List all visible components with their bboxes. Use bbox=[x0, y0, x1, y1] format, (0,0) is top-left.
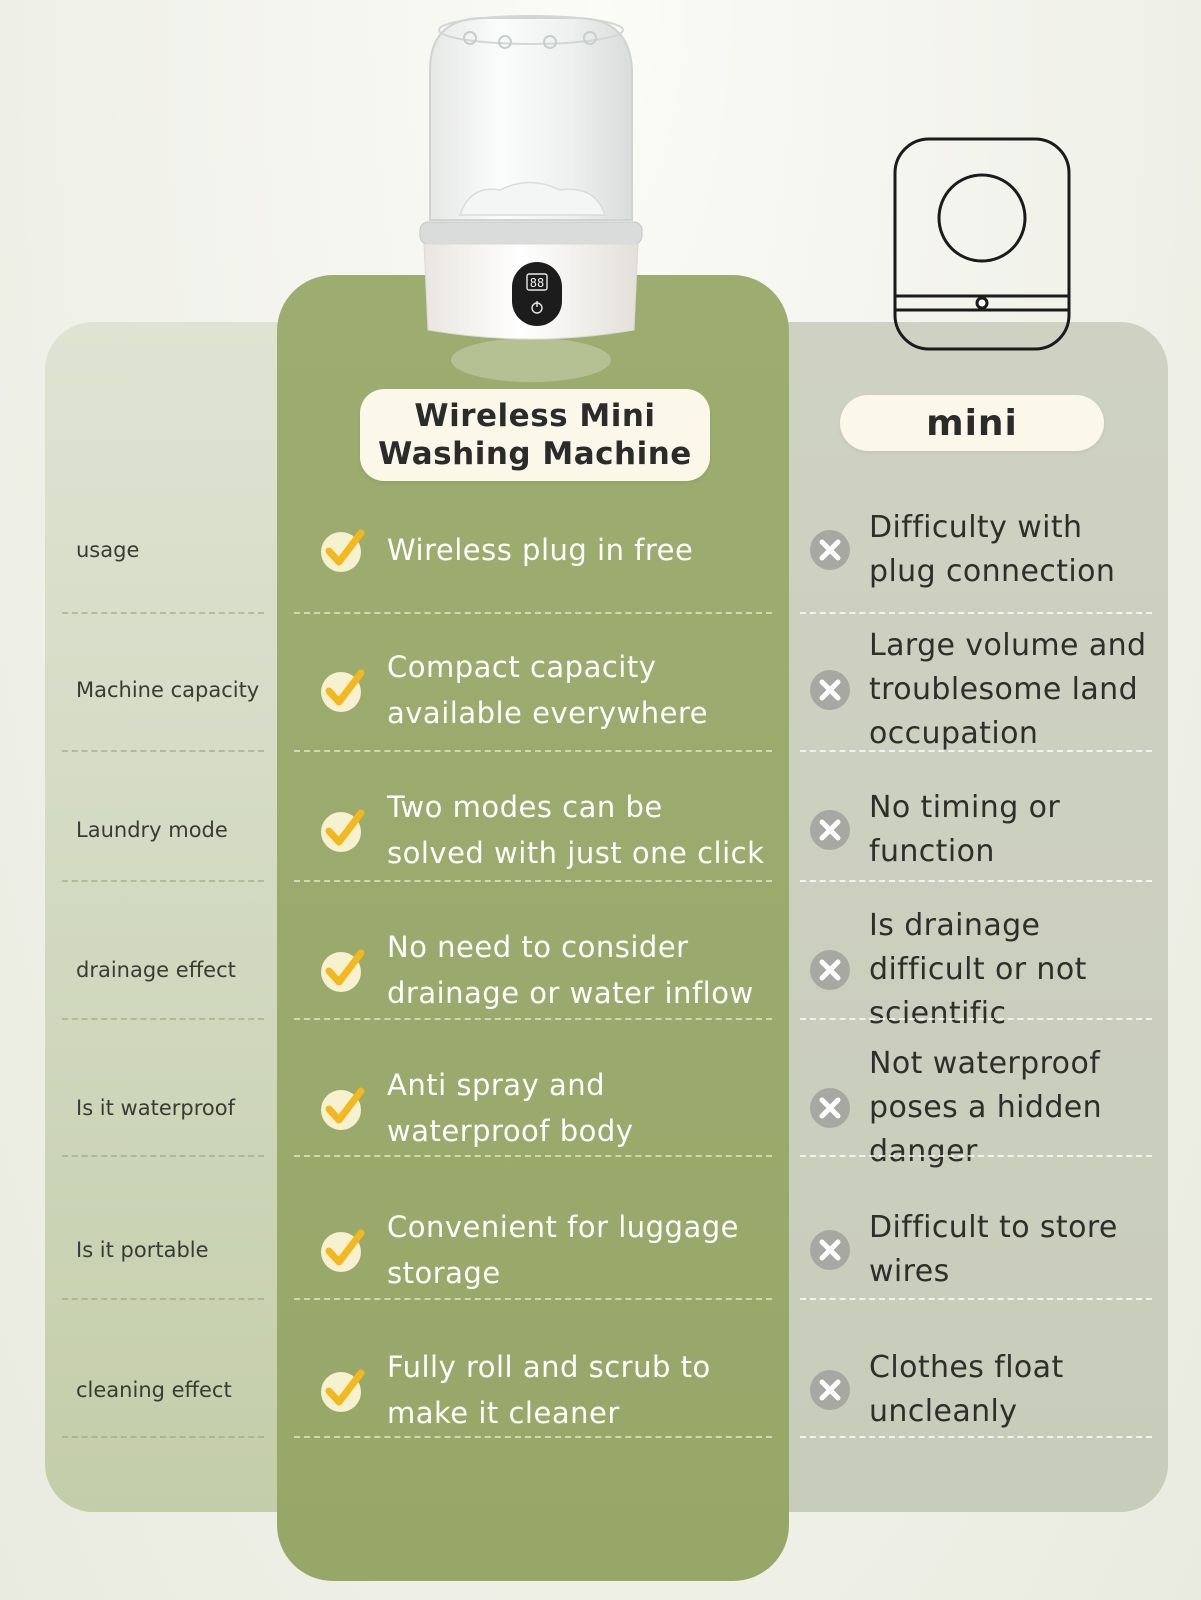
competitor-drawback-text: Is drainage difficult or not scientific bbox=[869, 908, 1087, 1031]
row-separator bbox=[800, 750, 1152, 752]
row-separator bbox=[800, 880, 1152, 882]
cross-icon bbox=[808, 528, 852, 572]
product-advantage-text: Fully roll and scrub to make it cleaner bbox=[387, 1350, 711, 1430]
row-separator bbox=[62, 1298, 264, 1300]
feature-label: usage bbox=[76, 538, 140, 562]
checkmark-icon bbox=[318, 1083, 368, 1133]
competitor-drawback-text: Not waterproof poses a hidden danger bbox=[869, 1046, 1103, 1169]
product-advantage-text: No need to consider drainage or water in… bbox=[387, 930, 754, 1010]
row-separator bbox=[294, 880, 772, 882]
row-separator bbox=[800, 1298, 1152, 1300]
row-separator bbox=[294, 1298, 772, 1300]
checkmark-icon bbox=[318, 945, 368, 995]
cross-icon bbox=[808, 668, 852, 712]
competitor-drawback-text: Large volume and troublesome land occupa… bbox=[869, 628, 1147, 751]
competitor-machine-icon bbox=[893, 137, 1071, 351]
product-title-text: Wireless Mini Washing Machine bbox=[378, 398, 692, 472]
product-advantage-text: Two modes can be solved with just one cl… bbox=[387, 790, 765, 870]
competitor-title-text: mini bbox=[926, 402, 1018, 444]
row-separator bbox=[294, 1155, 772, 1157]
product-panel bbox=[277, 275, 789, 1581]
cross-icon bbox=[808, 1086, 852, 1130]
cross-icon bbox=[808, 1368, 852, 1412]
row-separator bbox=[294, 750, 772, 752]
checkmark-icon bbox=[318, 665, 368, 715]
feature-label: drainage effect bbox=[76, 958, 236, 982]
product-advantage-text: Convenient for luggage storage bbox=[387, 1210, 739, 1290]
row-separator bbox=[62, 1155, 264, 1157]
product-advantage-text: Anti spray and waterproof body bbox=[387, 1068, 634, 1148]
row-separator bbox=[800, 1436, 1152, 1438]
competitor-drawback-text: Difficulty with plug connection bbox=[869, 510, 1116, 589]
competitor-panel bbox=[786, 322, 1168, 1512]
checkmark-icon bbox=[318, 525, 368, 575]
checkmark-icon bbox=[318, 805, 368, 855]
row-separator bbox=[294, 1018, 772, 1020]
row-separator bbox=[294, 1436, 772, 1438]
competitor-drawback-text: Difficult to store wires bbox=[869, 1210, 1118, 1289]
row-separator bbox=[62, 612, 264, 614]
display-readout: 88 bbox=[530, 276, 544, 290]
cross-icon bbox=[808, 1228, 852, 1272]
competitor-drawback-text: Clothes float uncleanly bbox=[869, 1350, 1064, 1429]
row-separator bbox=[62, 880, 264, 882]
row-separator bbox=[800, 612, 1152, 614]
competitor-title: mini bbox=[840, 395, 1104, 451]
checkmark-icon bbox=[318, 1365, 368, 1415]
row-separator bbox=[294, 612, 772, 614]
row-separator bbox=[800, 1155, 1152, 1157]
row-separator bbox=[62, 750, 264, 752]
row-separator bbox=[62, 1018, 264, 1020]
cross-icon bbox=[808, 808, 852, 852]
cross-icon bbox=[808, 948, 852, 992]
row-separator bbox=[62, 1436, 264, 1438]
feature-label: Is it portable bbox=[76, 1238, 209, 1262]
feature-label: cleaning effect bbox=[76, 1378, 232, 1402]
feature-label: Is it waterproof bbox=[76, 1096, 235, 1120]
checkmark-icon bbox=[318, 1225, 368, 1275]
feature-label: Machine capacity bbox=[76, 678, 260, 702]
row-separator bbox=[800, 1018, 1152, 1020]
washing-machine-image: 88 bbox=[419, 15, 643, 382]
product-advantage-text: Compact capacity available everywhere bbox=[387, 650, 709, 730]
product-title: Wireless Mini Washing Machine bbox=[360, 389, 710, 481]
feature-label: Laundry mode bbox=[76, 818, 228, 842]
product-advantage-text: Wireless plug in free bbox=[387, 533, 694, 567]
competitor-drawback-text: No timing or function bbox=[869, 790, 1061, 869]
